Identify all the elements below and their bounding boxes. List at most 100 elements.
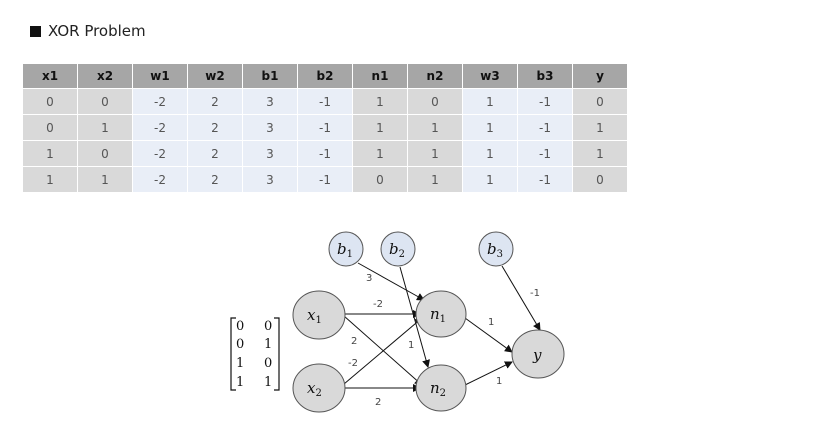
node-b3-sub: 3 (497, 249, 503, 260)
table-cell-n1: 0 (352, 166, 408, 193)
matrix-right-bracket (274, 317, 280, 391)
table-header-row: x1 x2 w1 w2 b1 b2 n1 n2 w3 b3 y (22, 63, 628, 89)
header-b3: b3 (517, 63, 573, 89)
node-n1-label: n (430, 305, 440, 323)
table-cell-y: 1 (572, 140, 628, 167)
table-cell-w2: 2 (187, 114, 243, 141)
matrix-left-bracket (230, 317, 236, 391)
square-bullet-icon (30, 25, 41, 37)
edge-b1-n1 (357, 262, 425, 301)
weight-b2-n2: 1 (408, 340, 414, 351)
table-cell-n2: 0 (407, 88, 463, 115)
edge-n1-y (464, 317, 513, 353)
section-title: XOR Problem (30, 22, 146, 40)
table-cell-n2: 1 (407, 114, 463, 141)
table-cell-b1: 3 (242, 140, 298, 167)
table-cell-n2: 1 (407, 166, 463, 193)
matrix-cell: 1 (264, 375, 272, 390)
node-y-label: y (532, 346, 542, 364)
svg-text:b3: b3 (487, 240, 503, 260)
input-matrix: 0 0 0 1 1 0 1 1 (230, 317, 280, 391)
table-cell-x1: 1 (22, 166, 78, 193)
node-b2-sub: 2 (399, 249, 405, 260)
header-x1: x1 (22, 63, 78, 89)
table-cell-b3: -1 (517, 114, 573, 141)
table-cell-b3: -1 (517, 88, 573, 115)
matrix-cell: 0 (264, 319, 272, 334)
table-cell-w3: 1 (462, 140, 518, 167)
table-cell-b2: -1 (297, 166, 353, 193)
node-b1-sub: 1 (347, 249, 353, 260)
node-y: y (511, 329, 565, 379)
table-cell-w2: 2 (187, 140, 243, 167)
matrix-cell: 0 (264, 356, 272, 371)
node-n2-sub: 2 (440, 388, 446, 399)
weight-b1-n1: 3 (366, 273, 372, 284)
node-x2-sub: 2 (315, 388, 321, 399)
table-cell-x2: 0 (77, 88, 133, 115)
svg-text:b1: b1 (337, 240, 353, 260)
matrix-cell: 0 (236, 337, 244, 352)
node-b1-label: b (337, 240, 347, 258)
weight-n2-y: 1 (496, 376, 502, 387)
header-w2: w2 (187, 63, 243, 89)
table-cell-x2: 1 (77, 166, 133, 193)
table-cell-w1: -2 (132, 114, 188, 141)
table-cell-w1: -2 (132, 166, 188, 193)
header-x2: x2 (77, 63, 133, 89)
header-y: y (572, 63, 628, 89)
node-x1-sub: 1 (315, 315, 321, 326)
table-cell-n2: 1 (407, 140, 463, 167)
weight-x1-n2: 2 (351, 336, 357, 347)
table-cell-y: 1 (572, 114, 628, 141)
node-b1: b1 (328, 231, 364, 267)
weight-x1-n1: -2 (373, 299, 383, 310)
table-cell-n1: 1 (352, 88, 408, 115)
header-w1: w1 (132, 63, 188, 89)
table-cell-y: 0 (572, 166, 628, 193)
node-x2-label: x (307, 379, 316, 397)
matrix-cell: 1 (264, 337, 272, 352)
edge-n2-y (464, 361, 513, 386)
weight-n1-y: 1 (488, 317, 494, 328)
table-cell-w2: 2 (187, 166, 243, 193)
node-b2-label: b (389, 240, 399, 258)
weight-x2-n1: -2 (348, 358, 358, 369)
node-n2-label: n (430, 379, 440, 397)
svg-text:b2: b2 (389, 240, 405, 260)
edge-b3-y (501, 265, 541, 331)
node-n1-sub: 1 (440, 314, 446, 325)
table-cell-b1: 3 (242, 114, 298, 141)
svg-text:x2: x2 (307, 379, 322, 399)
matrix-cell: 0 (236, 319, 244, 334)
node-x2: x2 (292, 363, 346, 413)
weight-x2-n2: 2 (375, 397, 381, 408)
title-text: XOR Problem (48, 22, 146, 40)
matrix-cell: 1 (236, 356, 244, 371)
edge-x2-n1 (343, 317, 423, 385)
weight-b3-y: -1 (530, 288, 540, 299)
node-b3-label: b (487, 240, 497, 258)
svg-text:x1: x1 (307, 306, 322, 326)
node-b2: b2 (380, 231, 416, 267)
table-cell-b3: -1 (517, 140, 573, 167)
node-n2: n2 (415, 364, 467, 412)
svg-text:n1: n1 (430, 305, 446, 325)
header-w3: w3 (462, 63, 518, 89)
table-cell-w3: 1 (462, 114, 518, 141)
node-n1: n1 (415, 290, 467, 338)
node-x1-label: x (307, 306, 316, 324)
table-cell-w3: 1 (462, 166, 518, 193)
node-x1: x1 (292, 290, 346, 340)
table-cell-w3: 1 (462, 88, 518, 115)
svg-text:n2: n2 (430, 379, 446, 399)
table-cell-n1: 1 (352, 114, 408, 141)
header-n2: n2 (407, 63, 463, 89)
header-b1: b1 (242, 63, 298, 89)
matrix-cell: 1 (236, 375, 244, 390)
header-n1: n1 (352, 63, 408, 89)
